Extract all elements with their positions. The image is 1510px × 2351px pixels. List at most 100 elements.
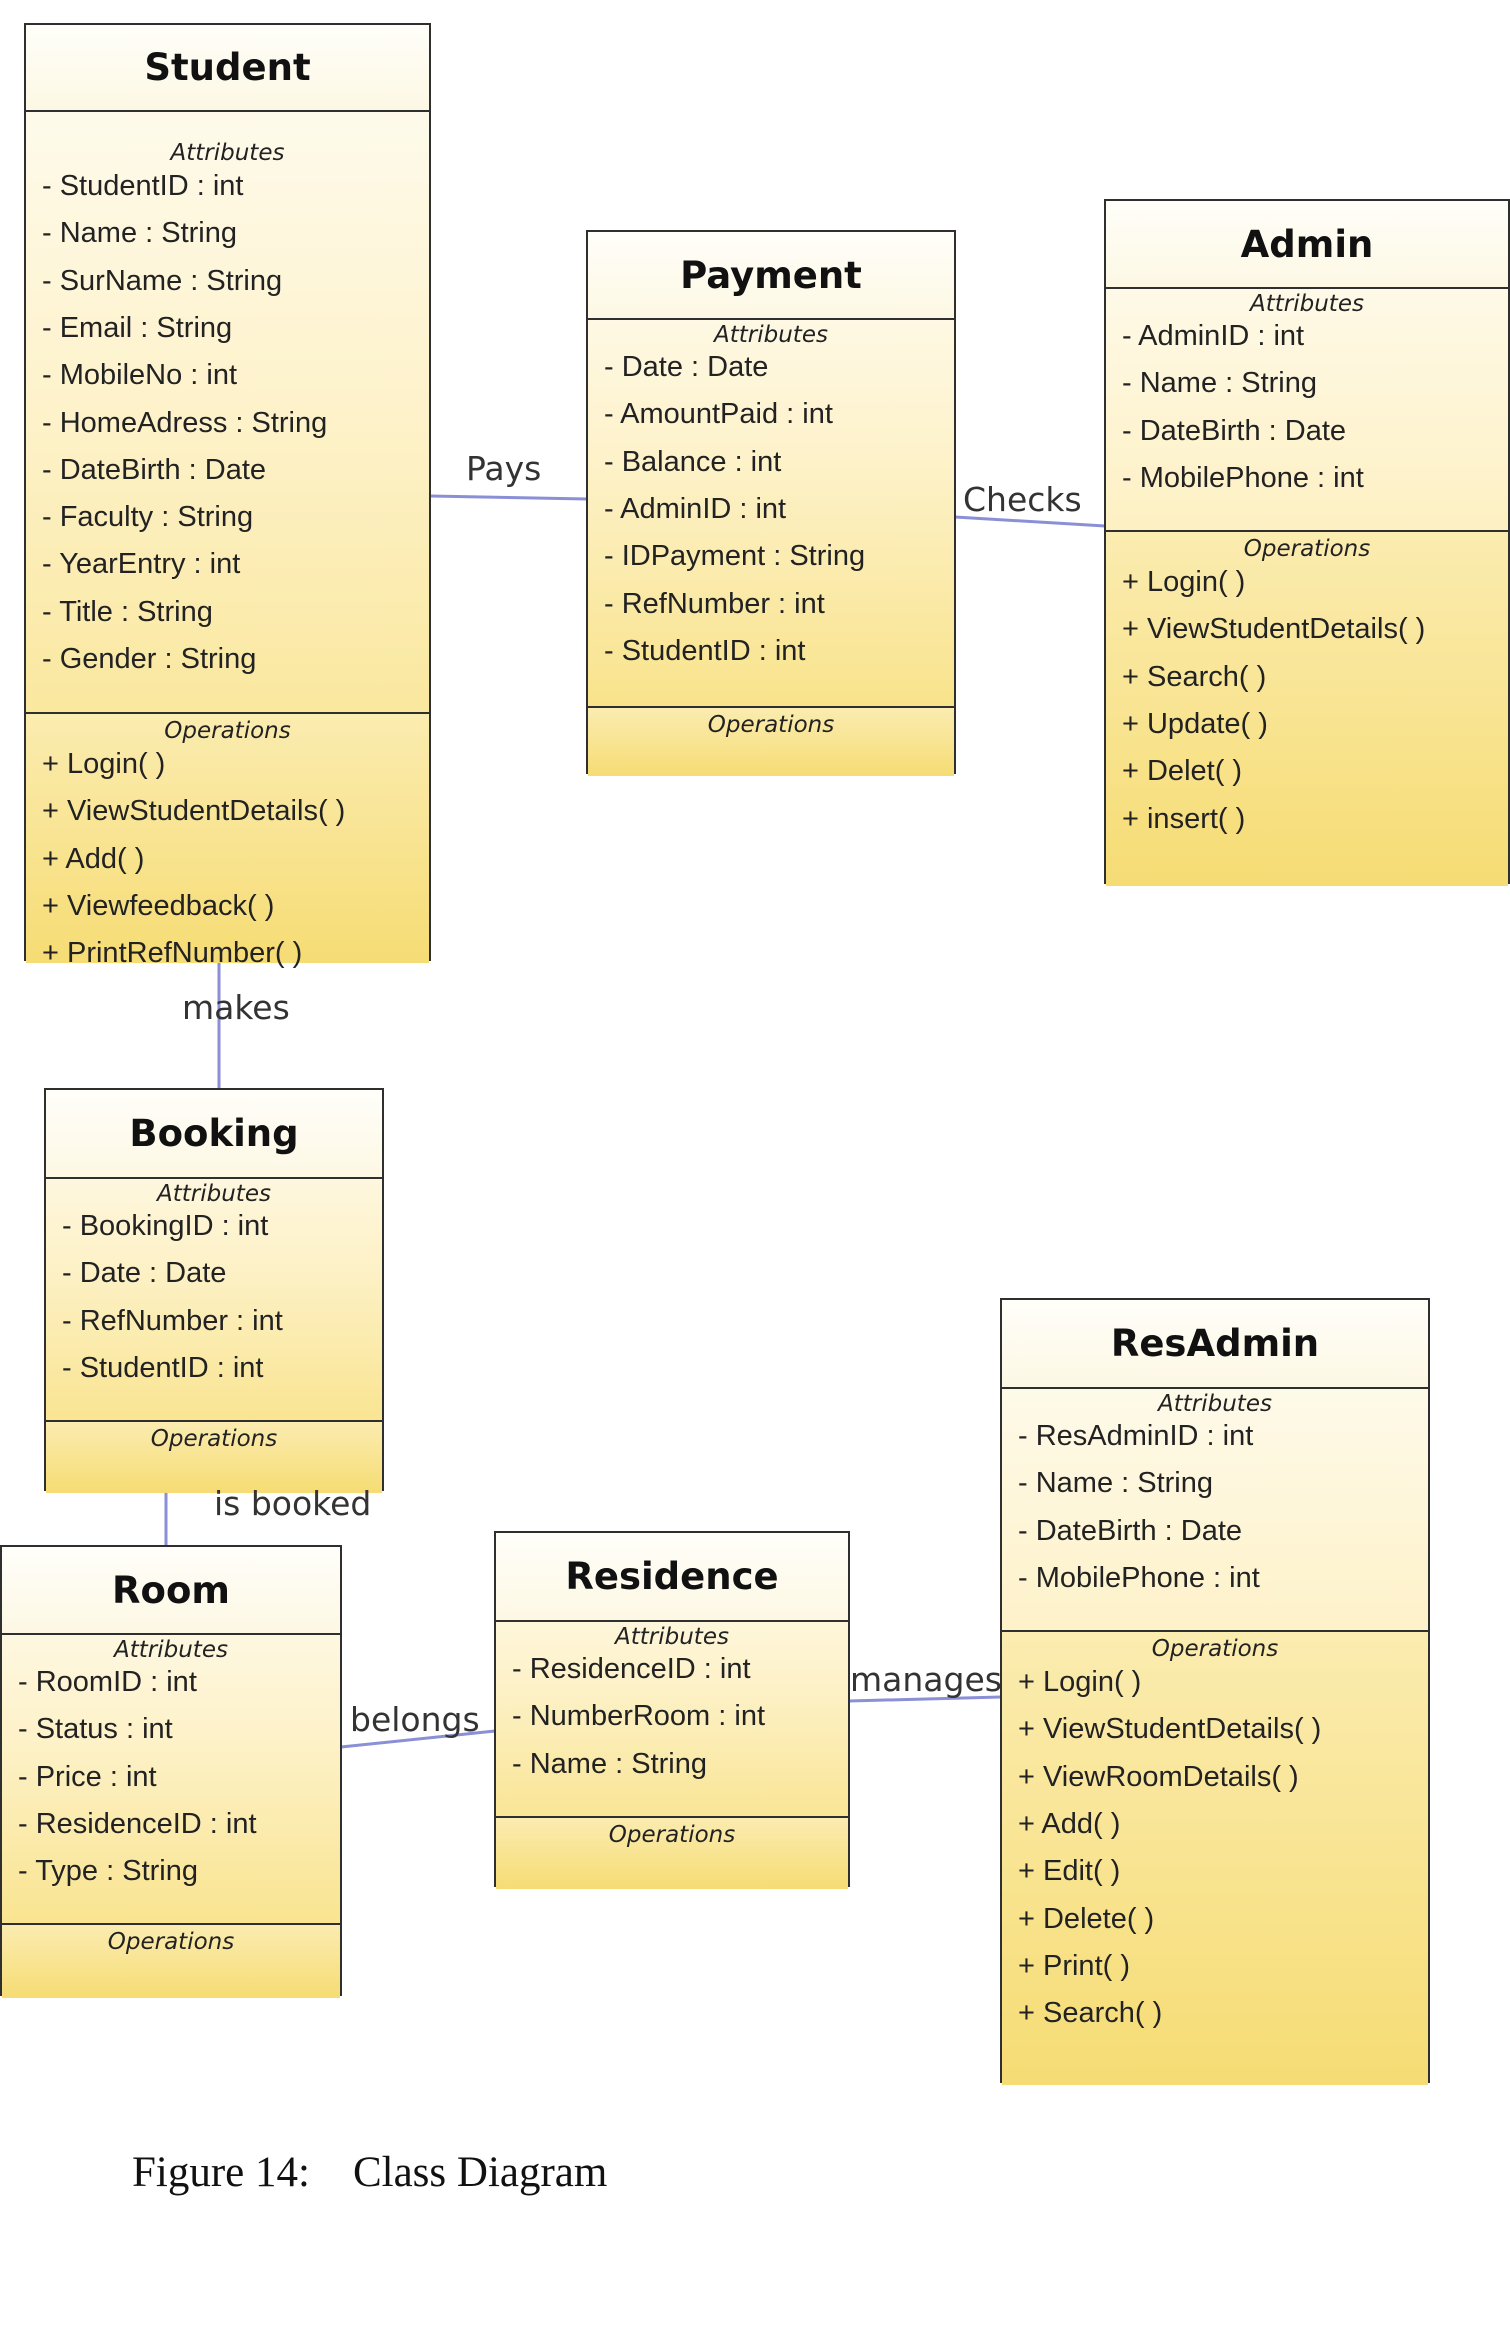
attribute-row: - Faculty : String <box>42 501 254 534</box>
attributes-title: Attributes <box>1158 1391 1272 1417</box>
operations-title: Operations <box>107 1929 235 1955</box>
association-line-checks <box>954 515 1106 528</box>
class-name-booking: Booking <box>46 1090 382 1179</box>
attribute-row: - StudentID : int <box>604 634 806 667</box>
attribute-row: - AmountPaid : int <box>604 398 833 431</box>
operations-section: Operations <box>46 1420 382 1493</box>
operations-section: Operations + Login( )+ ViewStudentDetail… <box>1002 1630 1428 2085</box>
operation-row: + Login( ) <box>1122 566 1246 598</box>
attribute-row: - AdminID : int <box>604 492 787 525</box>
attributes-title: Attributes <box>114 1637 228 1663</box>
attribute-row: - StudentID : int <box>62 1351 264 1384</box>
operation-row: + PrintRefNumber( ) <box>42 937 303 970</box>
class-student[interactable]: Student Attributes - StudentID : int - Na… <box>24 23 431 969</box>
attribute-row: - RoomID : int <box>18 1666 197 1698</box>
attribute-row: - ResidenceID : int <box>18 1807 257 1840</box>
attribute-row: - Gender : String <box>42 643 257 675</box>
attribute-row: - RefNumber : int <box>62 1304 283 1337</box>
attribute-row: - ResidenceID : int <box>512 1653 751 1685</box>
operation-row: + insert( ) <box>1122 802 1246 835</box>
class-resadmin[interactable]: ResAdmin Attributes - ResAdminID : int - … <box>1000 1298 1430 2085</box>
operations-title: Operations <box>150 1426 278 1452</box>
class-name-admin: Admin <box>1106 201 1508 289</box>
operations-section: Operations + Login( ) + ViewStudentDetail… <box>26 712 429 969</box>
association-label-manages: manages <box>850 1660 1002 1699</box>
operation-row: + Search( ) <box>1122 660 1267 693</box>
attributes-section: Attributes - RoomID : int - Status : int -… <box>2 1633 340 1923</box>
attribute-row: - StudentID : int <box>42 170 244 202</box>
operations-title: Operations <box>1151 1636 1279 1662</box>
operations-section: Operations <box>496 1816 848 1889</box>
attribute-row: - Email : String <box>42 311 233 344</box>
operation-row: + ViewStudentDetails( ) <box>1122 613 1426 646</box>
attribute-row: - YearEntry : int <box>42 548 241 581</box>
attribute-row: - Status : int <box>18 1713 173 1746</box>
class-name-resadmin: ResAdmin <box>1002 1300 1428 1389</box>
attribute-row: - HomeAdress : String <box>42 406 328 439</box>
association-label-makes: makes <box>182 988 290 1027</box>
association-line-belongs <box>340 1729 496 1749</box>
operation-row: + Login( ) <box>42 748 166 780</box>
attribute-row: - RefNumber : int <box>604 587 825 620</box>
attribute-row: - Date : Date <box>604 351 769 383</box>
class-payment[interactable]: Payment Attributes - Date : Date - Amount… <box>586 230 956 776</box>
attribute-row: - Date : Date <box>62 1257 227 1290</box>
association-line-manages <box>848 1695 1002 1703</box>
attribute-row: - Name : String <box>512 1747 707 1780</box>
class-residence[interactable]: Residence Attributes - ResidenceID : int… <box>494 1531 850 1889</box>
figure-caption: Figure 14: Class Diagram <box>132 2149 608 2196</box>
attribute-row: - BookingID : int <box>62 1210 269 1242</box>
attribute-row: - DateBirth : Date <box>42 453 267 486</box>
attributes-title: Attributes <box>157 1181 271 1207</box>
operation-row: + ViewRoomDetails( ) <box>1018 1760 1299 1793</box>
attributes-section: Attributes - StudentID : int - Name : Str… <box>26 110 429 712</box>
operations-title: Operations <box>164 718 291 744</box>
attribute-row: - Balance : int <box>604 445 782 478</box>
association-label-belongs: belongs <box>350 1700 480 1739</box>
association-label-pays: Pays <box>466 449 542 488</box>
class-name-payment: Payment <box>588 232 954 320</box>
class-booking[interactable]: Booking Attributes - BookingID : int - Da… <box>44 1088 384 1493</box>
class-name-student: Student <box>26 25 429 112</box>
attribute-row: - IDPayment : String <box>604 540 866 573</box>
attribute-row: - Name : String <box>1018 1467 1213 1500</box>
operation-row: + ViewStudentDetails( ) <box>42 795 346 828</box>
attributes-section: Attributes - AdminID : int - Name : Strin… <box>1106 287 1508 530</box>
attribute-row: - MobilePhone : int <box>1122 461 1364 494</box>
class-name-residence: Residence <box>496 1533 848 1622</box>
attribute-row: - Name : String <box>1122 367 1317 400</box>
operation-row: + Edit( ) <box>1018 1855 1121 1888</box>
attribute-row: - Type : String <box>18 1855 198 1888</box>
attribute-row: - ResAdminID : int <box>1018 1420 1254 1452</box>
operation-row: + ViewStudentDetails( ) <box>1018 1713 1322 1746</box>
class-room[interactable]: Room Attributes - RoomID : int - Status :… <box>0 1545 342 1998</box>
association-line-pays <box>429 494 588 501</box>
attributes-title: Attributes <box>170 140 285 166</box>
class-admin[interactable]: Admin Attributes - AdminID : int - Name :… <box>1104 199 1510 886</box>
operation-row: + Add( ) <box>42 842 145 875</box>
operation-row: + Update( ) <box>1122 707 1268 740</box>
operation-row: + Viewfeedback( ) <box>42 889 275 922</box>
attribute-row: - AdminID : int <box>1122 320 1305 352</box>
association-label-is-booked: is booked <box>214 1484 372 1523</box>
attribute-row: - DateBirth : Date <box>1018 1514 1243 1547</box>
attribute-row: - Price : int <box>18 1760 157 1793</box>
association-label-checks: Checks <box>963 480 1082 519</box>
operation-row: + Delet( ) <box>1122 755 1243 788</box>
attributes-section: Attributes - Date : Date - AmountPaid : i… <box>588 318 954 706</box>
class-name-room: Room <box>2 1547 340 1635</box>
attributes-title: Attributes <box>1250 291 1364 317</box>
attributes-title: Attributes <box>615 1624 729 1650</box>
operation-row: + Add( ) <box>1018 1807 1121 1840</box>
operations-title: Operations <box>608 1822 736 1848</box>
operation-row: + Search( ) <box>1018 1997 1163 2030</box>
attributes-section: Attributes - ResidenceID : int- NumberRo… <box>496 1620 848 1816</box>
attribute-row: - MobileNo : int <box>42 359 238 392</box>
attribute-row: - SurName : String <box>42 264 283 297</box>
attributes-title: Attributes <box>714 322 828 348</box>
attribute-row: - Title : String <box>42 595 213 628</box>
attribute-row: - MobilePhone : int <box>1018 1561 1260 1594</box>
operations-section: Operations + Login( )+ ViewStudentDetail… <box>1106 530 1508 886</box>
attribute-row: - Name : String <box>42 217 237 250</box>
